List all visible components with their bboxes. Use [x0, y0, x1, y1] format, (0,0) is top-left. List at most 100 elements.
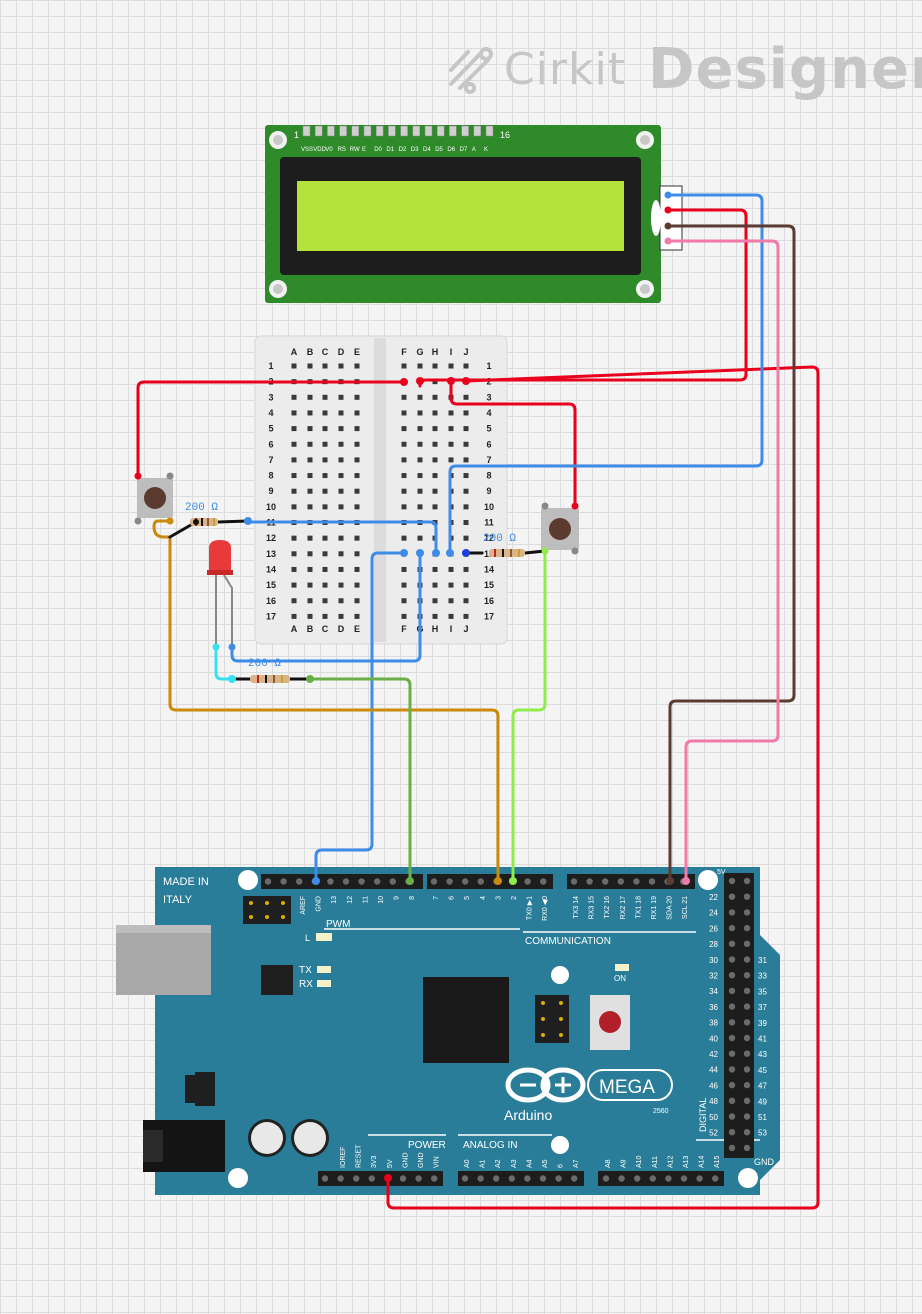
- breadboard-hole[interactable]: [338, 598, 344, 604]
- breadboard-hole[interactable]: [448, 363, 454, 369]
- arduino-header-pin[interactable]: [728, 877, 736, 885]
- arduino-header-pin[interactable]: [477, 878, 484, 885]
- arduino-header-pin[interactable]: [743, 1144, 751, 1152]
- breadboard-hole[interactable]: [307, 457, 313, 463]
- breadboard-hole[interactable]: [354, 551, 360, 557]
- breadboard-hole[interactable]: [291, 426, 297, 432]
- breadboard-hole[interactable]: [354, 613, 360, 619]
- breadboard-hole[interactable]: [338, 363, 344, 369]
- resistor-3[interactable]: 200 Ω: [248, 658, 290, 683]
- wire-red-5v[interactable]: [386, 365, 820, 1210]
- breadboard-hole[interactable]: [354, 582, 360, 588]
- breadboard-hole[interactable]: [291, 488, 297, 494]
- breadboard-hole[interactable]: [417, 441, 423, 447]
- breadboard-hole[interactable]: [354, 394, 360, 400]
- breadboard-hole[interactable]: [432, 582, 438, 588]
- breadboard-hole[interactable]: [338, 504, 344, 510]
- breadboard-hole[interactable]: [291, 551, 297, 557]
- resistor-1[interactable]: 200 Ω: [185, 502, 218, 526]
- breadboard-hole[interactable]: [417, 410, 423, 416]
- arduino-header-pin[interactable]: [665, 1175, 672, 1182]
- breadboard-hole[interactable]: [338, 535, 344, 541]
- arduino-header-pin[interactable]: [555, 1175, 562, 1182]
- breadboard-hole[interactable]: [322, 488, 328, 494]
- wire-brown-sda[interactable]: [666, 224, 796, 883]
- arduino-header-pin[interactable]: [743, 893, 751, 900]
- arduino-header-pin[interactable]: [728, 1113, 736, 1120]
- breadboard-hole[interactable]: [354, 535, 360, 541]
- arduino-header-pin[interactable]: [342, 878, 350, 885]
- breadboard-hole[interactable]: [401, 426, 407, 432]
- breadboard-hole[interactable]: [417, 426, 423, 432]
- breadboard-hole[interactable]: [291, 566, 297, 572]
- arduino-header-pin[interactable]: [399, 1175, 407, 1182]
- breadboard-hole[interactable]: [354, 363, 360, 369]
- pushbutton-1-cap[interactable]: [144, 487, 166, 509]
- arduino-header-pin[interactable]: [634, 1175, 641, 1182]
- breadboard-hole[interactable]: [322, 566, 328, 572]
- arduino-header-pin[interactable]: [570, 878, 578, 885]
- arduino-header-pin[interactable]: [280, 878, 287, 885]
- breadboard-hole[interactable]: [463, 394, 469, 400]
- arduino-header-pin[interactable]: [539, 1175, 547, 1182]
- breadboard-hole[interactable]: [432, 613, 438, 619]
- arduino-header-pin[interactable]: [728, 1066, 736, 1073]
- arduino-header-pin[interactable]: [728, 1003, 736, 1010]
- resistor-2[interactable]: 200 Ω: [483, 533, 525, 557]
- breadboard-hole[interactable]: [448, 457, 454, 463]
- breadboard-hole[interactable]: [307, 394, 313, 400]
- arduino-header-pin[interactable]: [321, 1175, 329, 1182]
- arduino-header-pin[interactable]: [743, 1081, 751, 1089]
- arduino-header-pin[interactable]: [743, 1050, 751, 1057]
- breadboard-hole[interactable]: [307, 410, 313, 416]
- breadboard-hole[interactable]: [338, 582, 344, 588]
- wire-lime-pin2[interactable]: [511, 549, 547, 883]
- arduino-header-pin[interactable]: [728, 1129, 736, 1136]
- breadboard-hole[interactable]: [338, 473, 344, 479]
- arduino-header-pin[interactable]: [327, 878, 334, 885]
- breadboard-hole[interactable]: [417, 394, 423, 400]
- wire-gold-pin3[interactable]: [152, 519, 500, 883]
- breadboard-hole[interactable]: [463, 582, 469, 588]
- wire-blue-led-cathode[interactable]: [230, 551, 422, 663]
- breadboard-hole[interactable]: [307, 566, 313, 572]
- breadboard-hole[interactable]: [338, 488, 344, 494]
- arduino-header-pin[interactable]: [728, 1144, 736, 1152]
- breadboard-hole[interactable]: [338, 457, 344, 463]
- breadboard-hole[interactable]: [338, 441, 344, 447]
- arduino-header-pin[interactable]: [618, 1175, 625, 1182]
- arduino-header-pin[interactable]: [430, 878, 438, 885]
- breadboard-hole[interactable]: [322, 551, 328, 557]
- arduino-header-pin[interactable]: [728, 940, 736, 947]
- arduino-header-pin[interactable]: [602, 1175, 610, 1182]
- breadboard-hole[interactable]: [307, 535, 313, 541]
- arduino-header-pin[interactable]: [389, 878, 396, 885]
- wire-black-r1[interactable]: [216, 519, 250, 524]
- breadboard-hole[interactable]: [401, 457, 407, 463]
- breadboard-hole[interactable]: [463, 473, 469, 479]
- pushbutton-1[interactable]: [134, 472, 174, 525]
- breadboard-hole[interactable]: [448, 582, 454, 588]
- arduino-header-pin[interactable]: [353, 1175, 360, 1182]
- arduino-header-pin[interactable]: [524, 1175, 531, 1182]
- breadboard-hole[interactable]: [463, 457, 469, 463]
- breadboard-hole[interactable]: [463, 613, 469, 619]
- wire-blue-lcd-gnd[interactable]: [448, 193, 764, 555]
- breadboard-hole[interactable]: [463, 488, 469, 494]
- breadboard-hole[interactable]: [401, 473, 407, 479]
- reset-button-cap[interactable]: [599, 1011, 621, 1033]
- breadboard-hole[interactable]: [432, 566, 438, 572]
- wire-blue-r1-gnd[interactable]: [246, 520, 438, 555]
- breadboard-hole[interactable]: [291, 410, 297, 416]
- breadboard-hole[interactable]: [401, 410, 407, 416]
- arduino-header-pin[interactable]: [461, 1175, 469, 1182]
- arduino-header-pin[interactable]: [743, 1003, 751, 1010]
- breadboard-hole[interactable]: [338, 613, 344, 619]
- breadboard-hole[interactable]: [463, 410, 469, 416]
- breadboard-hole[interactable]: [417, 473, 423, 479]
- breadboard-hole[interactable]: [432, 457, 438, 463]
- breadboard-hole[interactable]: [307, 363, 313, 369]
- breadboard-hole[interactable]: [338, 394, 344, 400]
- breadboard-hole[interactable]: [417, 488, 423, 494]
